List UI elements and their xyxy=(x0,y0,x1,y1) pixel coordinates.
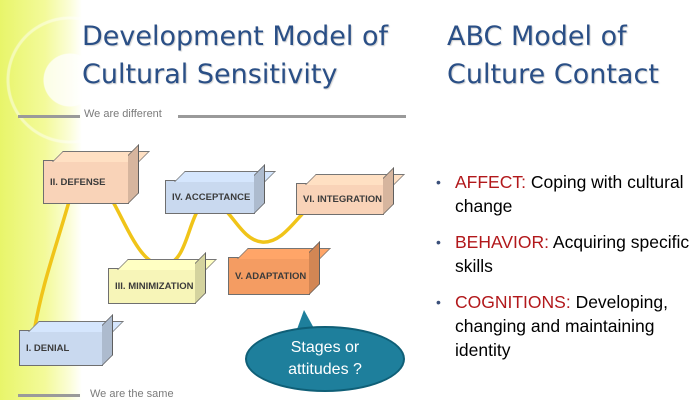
stage-defense-box: II. DEFENSE xyxy=(43,160,129,204)
stage-acceptance-box: IV. ACCEPTANCE xyxy=(165,180,255,214)
stage-denial-box: I. DENIAL xyxy=(19,330,103,366)
behavior-text: Acquiring specific skills xyxy=(455,232,690,276)
callout-bubble: Stages or attitudes ? xyxy=(245,326,405,392)
cognitions-keyword: COGNITIONS: xyxy=(455,292,571,312)
callout-line-1: Stages or xyxy=(290,339,360,356)
stage-denial-label: I. DENIAL xyxy=(26,342,70,354)
stage-adaptation-label: V. ADAPTATION xyxy=(235,270,307,282)
stage-minimization-label: III. MINIMIZATION xyxy=(115,280,194,292)
affect-keyword: AFFECT: xyxy=(455,172,526,192)
left-title: Development Model of Cultural Sensitivit… xyxy=(82,21,389,90)
stage-integration-box: VI. INTEGRATION xyxy=(296,183,384,215)
top-rule-left xyxy=(18,115,80,118)
stage-minimization-box: III. MINIMIZATION xyxy=(108,268,196,304)
top-rule-right xyxy=(178,115,406,118)
bullet-behavior: BEHAVIOR: Acquiring specific skills xyxy=(436,230,698,278)
bullet-affect: AFFECT: Coping with cultural change xyxy=(436,170,698,218)
abc-bullet-list: AFFECT: Coping with cultural change BEHA… xyxy=(436,170,698,374)
behavior-keyword: BEHAVIOR: xyxy=(455,232,550,252)
stage-integration-label: VI. INTEGRATION xyxy=(303,193,382,205)
different-label: We are different xyxy=(84,108,162,120)
right-title: ABC Model of Culture Contact xyxy=(447,21,659,90)
bullet-cognitions: COGNITIONS: Developing, changing and mai… xyxy=(436,290,698,362)
affect-text: Coping with cultural change xyxy=(455,172,684,216)
callout-line-2: attitudes ? xyxy=(288,361,362,378)
same-label: We are the same xyxy=(90,388,174,400)
stage-acceptance-label: IV. ACCEPTANCE xyxy=(172,191,251,203)
bottom-rule xyxy=(18,394,80,397)
stage-defense-label: II. DEFENSE xyxy=(50,176,106,188)
stage-adaptation-box: V. ADAPTATION xyxy=(228,257,310,295)
cognitions-text: Developing, changing and maintaining ide… xyxy=(455,292,668,360)
